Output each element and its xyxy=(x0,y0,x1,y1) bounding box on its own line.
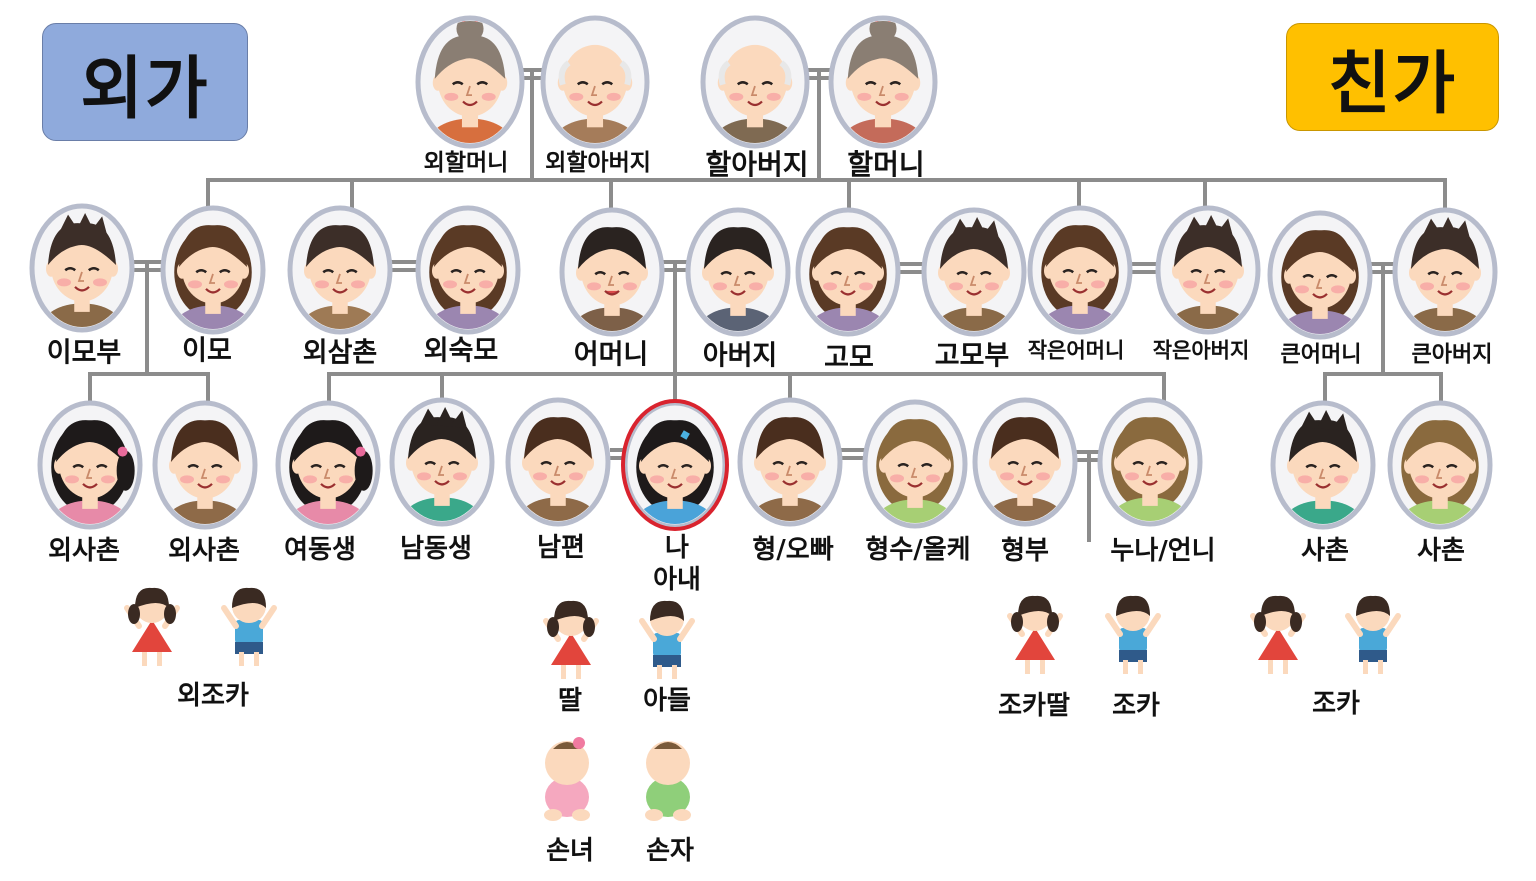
portrait-jageun-eomeoni xyxy=(1027,205,1133,335)
portrait-mother xyxy=(559,207,665,337)
portrait-imo xyxy=(160,205,266,335)
label-jageun-eomeoni: 작은어머니 xyxy=(1028,338,1125,362)
label-oesachon-2: 외사촌 xyxy=(168,536,240,566)
portrait-younger-sister xyxy=(275,400,381,530)
portrait-maternal-grandmother xyxy=(415,15,525,149)
child-figure-granddaughter xyxy=(544,737,590,821)
portrait-gomobu xyxy=(921,207,1027,337)
label-paternal-grandfather: 할아버지 xyxy=(705,148,808,181)
label-jageun-abeoji: 작은아버지 xyxy=(1153,338,1250,362)
label-brother-in-law: 형부 xyxy=(1001,536,1049,566)
label-maternal-grandmother: 외할머니 xyxy=(424,150,509,176)
portrait-oesukmo xyxy=(415,205,521,335)
portrait-older-sister xyxy=(1097,397,1203,527)
portrait-younger-brother xyxy=(389,397,495,527)
portrait-cousin-2 xyxy=(1387,400,1493,530)
label-me: 나 xyxy=(665,533,689,563)
label-younger-brother: 남동생 xyxy=(400,534,472,564)
label-sister-in-law: 형수/올케 xyxy=(865,535,970,565)
label-cousin-joka: 조카 xyxy=(1312,689,1360,719)
portrait-imobu xyxy=(29,203,135,333)
label-gomo: 고모 xyxy=(824,342,874,373)
portrait-cousin-1 xyxy=(1270,400,1376,530)
label-husband: 남편 xyxy=(537,533,585,563)
portrait-gomo xyxy=(795,207,901,337)
label-maternal-grandfather: 외할아버지 xyxy=(545,150,651,176)
me-highlight-ring xyxy=(621,399,729,531)
label-keun-eomeoni: 큰어머니 xyxy=(1281,343,1362,368)
portrait-father xyxy=(685,207,791,337)
portrait-maternal-grandfather xyxy=(540,15,650,149)
label-son: 아들 xyxy=(643,686,691,716)
label-wife: 아내 xyxy=(653,565,701,595)
child-figure-cousin-child-boy xyxy=(1345,595,1401,674)
portrait-oesachon-2 xyxy=(152,400,258,530)
label-daughter: 딸 xyxy=(558,686,582,716)
child-figure-oe-joka-boy xyxy=(221,587,277,666)
child-figure-cousin-child-girl xyxy=(1250,595,1306,674)
portrait-paternal-grandmother xyxy=(828,15,938,149)
children-layer xyxy=(124,587,1401,821)
portrait-oesachon-1 xyxy=(37,400,143,530)
portrait-older-brother xyxy=(737,397,843,527)
label-oesamchon: 외삼촌 xyxy=(303,337,378,368)
paternal-side-badge: 친가 xyxy=(1286,23,1499,131)
portrait-me xyxy=(621,399,729,531)
label-mother: 어머니 xyxy=(574,339,649,370)
portrait-husband xyxy=(505,397,611,527)
label-oesachon-1: 외사촌 xyxy=(48,536,120,566)
label-imobu: 이모부 xyxy=(47,337,122,368)
child-figure-son xyxy=(639,600,695,679)
portrait-jageun-abeoji xyxy=(1155,205,1261,335)
label-father: 아버지 xyxy=(703,340,778,371)
child-figure-joka-ttal-figure xyxy=(1007,595,1063,674)
portrait-paternal-grandfather xyxy=(700,15,810,149)
label-older-brother: 형/오빠 xyxy=(752,535,833,565)
label-paternal-grandmother: 할머니 xyxy=(847,148,924,181)
label-joka-ttal-figure: 조카딸 xyxy=(998,691,1070,721)
portrait-sister-in-law xyxy=(862,399,968,529)
portrait-keun-eomeoni xyxy=(1267,210,1373,340)
label-cousin-1: 사촌 xyxy=(1301,536,1349,566)
label-younger-sister: 여동생 xyxy=(284,535,356,565)
child-figure-joka-boy xyxy=(1105,595,1161,674)
maternal-side-badge: 외가 xyxy=(42,23,248,141)
child-figure-daughter xyxy=(543,600,599,679)
label-keun-abeoji: 큰아버지 xyxy=(1412,343,1493,368)
people-layer xyxy=(29,15,1498,531)
connector-lines xyxy=(88,68,1447,542)
label-oe-joka: 외조카 xyxy=(177,681,249,711)
portrait-brother-in-law xyxy=(972,397,1078,527)
label-oesukmo: 외숙모 xyxy=(424,335,499,366)
portrait-oesamchon xyxy=(287,205,393,335)
label-gomobu: 고모부 xyxy=(935,340,1010,371)
portrait-keun-abeoji xyxy=(1392,207,1498,337)
child-figure-grandson xyxy=(645,741,691,821)
label-cousin-2: 사촌 xyxy=(1417,536,1465,566)
label-granddaughter: 손녀 xyxy=(546,836,594,866)
label-grandson: 손자 xyxy=(646,836,694,866)
child-figure-oe-joka-girl xyxy=(124,587,180,666)
label-older-sister: 누나/언니 xyxy=(1110,536,1215,566)
label-imo: 이모 xyxy=(182,335,232,366)
label-joka-boy: 조카 xyxy=(1112,691,1160,721)
